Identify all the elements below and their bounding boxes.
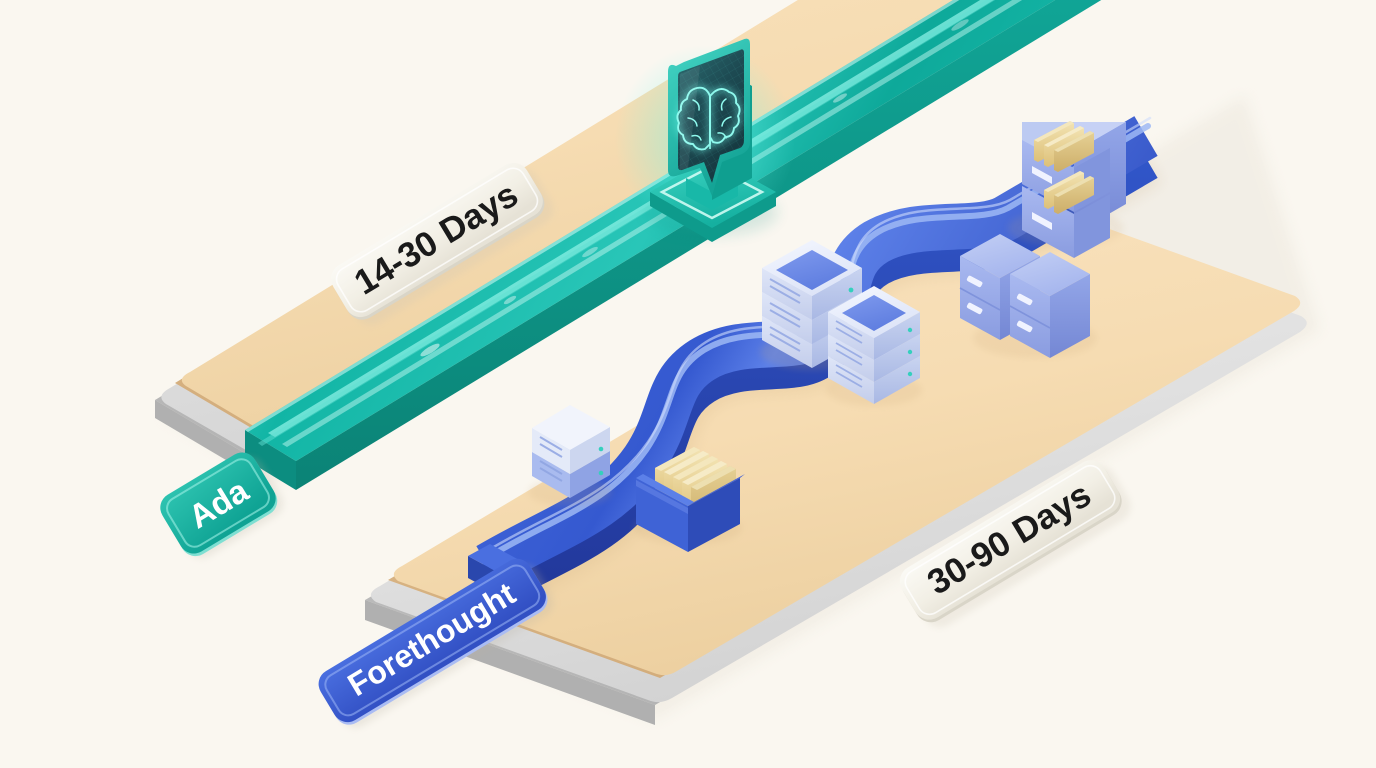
cabinet-f-handle	[1016, 320, 1033, 333]
server2-tier-top-right	[874, 312, 920, 360]
ada-track-sparkle	[833, 93, 847, 103]
cabinet-f-top	[1010, 252, 1090, 296]
blue-path-highlight	[487, 123, 1151, 559]
ada-chip-body	[160, 452, 276, 554]
ada-track-sparkle	[420, 343, 440, 357]
ada-track-end-face	[245, 430, 296, 490]
cabinet-b-top	[960, 234, 1040, 278]
server-unit-led	[598, 446, 604, 452]
pedestal-side	[650, 192, 776, 242]
cabinet-f-handle	[1016, 293, 1033, 306]
ada-track-side	[296, 0, 1102, 490]
forethought-blue-path	[468, 116, 1163, 613]
server2-slots	[835, 320, 863, 388]
ada-track-sparkle	[582, 246, 598, 258]
server-chip	[776, 250, 848, 290]
server-unit-upper-right	[570, 427, 610, 474]
ada-lane-group	[155, 0, 1102, 490]
plaque-body	[899, 460, 1121, 620]
server-tier-top-right	[812, 268, 862, 320]
cabinet-drawer1-handle	[1032, 166, 1052, 184]
plaque-body	[331, 162, 543, 318]
server2-tier-mid-right	[874, 334, 920, 382]
server-unit-upper-top	[532, 405, 610, 450]
file-box-left	[636, 478, 688, 552]
cabinet-b-divider	[959, 287, 1001, 311]
cabinet-folders-1	[1034, 121, 1094, 172]
server2-chip	[842, 295, 906, 331]
filing-cabinet-icon[interactable]	[1008, 112, 1126, 258]
server-led	[848, 287, 854, 293]
file-box-highlight	[636, 480, 688, 514]
file-box-right	[688, 478, 740, 552]
cabinet-f-right	[1050, 274, 1090, 358]
ada-track-sparkle	[503, 295, 517, 305]
pedestal-inner-outline	[659, 164, 765, 220]
file-box-icon[interactable]	[634, 447, 746, 552]
ada-base-side-left	[155, 400, 253, 476]
brain-icon-lines	[676, 86, 741, 151]
server-unit-lower-right	[570, 451, 610, 498]
plaque-inner-line	[904, 464, 1116, 616]
server-unit-slots	[539, 436, 563, 482]
cabinet-f-divider	[1009, 305, 1051, 329]
server-stack-icon[interactable]	[826, 286, 922, 406]
cabinet-drawer2-handle	[1032, 212, 1052, 230]
filing-cabinet-pair-icon[interactable]	[959, 234, 1097, 358]
file-box-rim-right	[688, 474, 745, 506]
cabinet-b-handle	[966, 275, 983, 288]
fore-chip-inner-line	[324, 564, 541, 717]
ada-teal-track	[245, 0, 1102, 490]
server2-tier-bottom-right	[874, 356, 920, 404]
ada-track-highlight-2	[282, 0, 1023, 447]
server-slots	[769, 278, 801, 352]
blue-path-top	[476, 116, 1158, 586]
blue-path-highlight-soft	[490, 116, 1152, 550]
ada-track-highlight-3	[258, 0, 996, 446]
file-box-rim-left	[636, 474, 694, 506]
cabinet-b-handle	[966, 302, 983, 315]
ada-track-sparkle	[951, 19, 969, 31]
fore-chip-body	[318, 558, 546, 723]
brain-panel-sheen	[680, 66, 700, 170]
plaque-inner-line	[335, 167, 539, 313]
cabinet-folders-2	[1044, 171, 1094, 214]
server2-led	[907, 371, 913, 377]
cabinet-drawer2-side	[1074, 194, 1110, 258]
brand-label-ada[interactable]: Ada	[155, 445, 289, 566]
server2-led	[907, 327, 913, 333]
ada-chip-inner-line	[166, 458, 270, 548]
server-unit-led	[598, 470, 604, 476]
ai-brain-marker[interactable]	[615, 38, 795, 242]
server2-led	[907, 349, 913, 355]
server-unit-icon[interactable]	[528, 405, 612, 506]
